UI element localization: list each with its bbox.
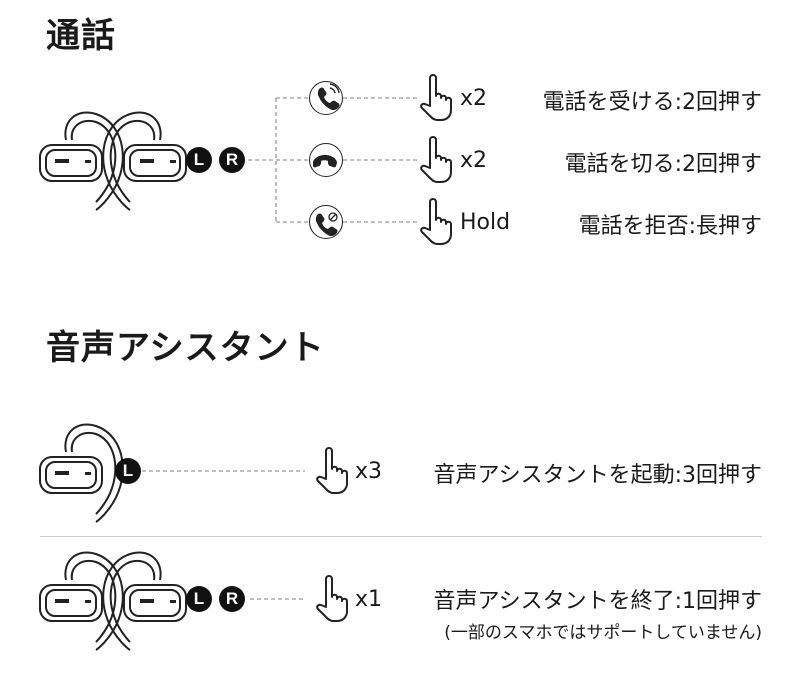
phone-hangup-circle xyxy=(309,143,343,177)
hold-label: Hold xyxy=(460,210,511,235)
earbud-right-icon xyxy=(102,551,187,651)
left-badge: L xyxy=(186,586,212,612)
answer-call-description: 電話を受ける:2回押す xyxy=(542,90,762,115)
tap-count: x2 xyxy=(460,86,488,111)
activate-assistant-description: 音声アシスタントを起動:3回押す xyxy=(433,463,762,488)
voice-assistant-title: 音声アシスタント xyxy=(46,328,325,368)
tap-hand-icon xyxy=(316,575,348,622)
earbud-left-icon xyxy=(39,551,124,651)
tap-hand-icon xyxy=(420,74,452,121)
right-badge: R xyxy=(219,147,245,173)
tap-hand-icons xyxy=(316,74,452,622)
support-note: (一部のスマホではサポートしていません) xyxy=(444,623,762,643)
call-section-title: 通話 xyxy=(46,16,116,56)
phone-ringing-circle xyxy=(309,81,343,115)
reject-call-description: 電話を拒否:長押す xyxy=(578,214,762,239)
earbud-right-icon xyxy=(102,111,187,211)
connector-lines xyxy=(142,97,418,600)
earbud-left-icon xyxy=(39,109,127,213)
tap-count: x1 xyxy=(355,587,383,612)
left-badge: L xyxy=(186,147,212,173)
phone-reject-circle xyxy=(309,205,343,239)
left-badge: L xyxy=(115,458,141,484)
right-badge: R xyxy=(219,586,245,612)
end-assistant-description: 音声アシスタントを終了:1回押す xyxy=(433,589,762,614)
tap-count: x2 xyxy=(460,148,488,173)
end-call-description: 電話を切る:2回押す xyxy=(564,152,762,177)
tap-hand-icon xyxy=(420,198,452,245)
tap-count: x3 xyxy=(355,459,383,484)
tap-hand-icon xyxy=(316,447,348,494)
section-divider xyxy=(40,536,762,537)
tap-hand-icon xyxy=(420,136,452,183)
earbud-left-icon xyxy=(39,423,124,523)
